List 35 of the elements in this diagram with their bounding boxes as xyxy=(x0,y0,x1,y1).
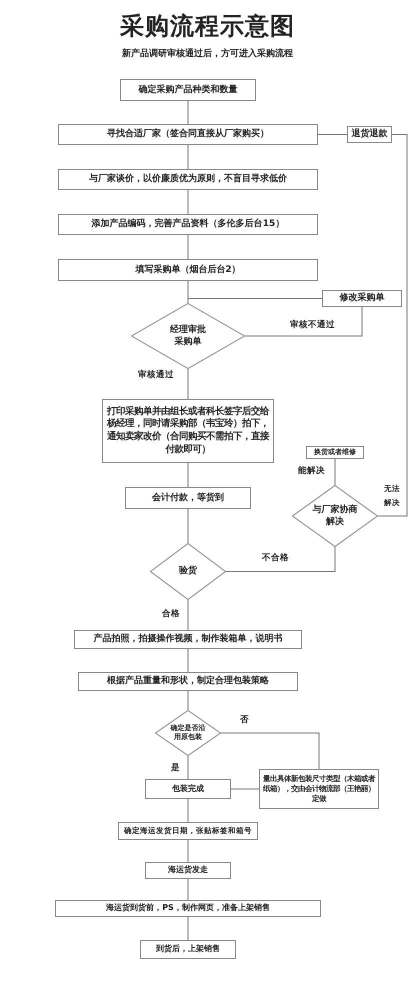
decision-diamond: 验货 xyxy=(150,543,226,600)
process-box: 修改采购单 xyxy=(322,290,402,307)
connector-line xyxy=(188,298,322,304)
connector-line xyxy=(378,134,408,516)
process-box: 产品拍照，拍摄操作视频，制作装箱单，说明书 xyxy=(74,630,302,649)
process-box: 添加产品编码，完善产品资料（多伦多后台15） xyxy=(58,214,318,235)
edge-label: 合格 xyxy=(162,609,180,620)
decision-diamond: 经理审批采购单 xyxy=(131,303,245,369)
process-box: 退货退款 xyxy=(347,126,392,143)
process-box: 填写采购单（烟台后台2） xyxy=(58,259,318,281)
connector-line xyxy=(220,732,320,770)
decision-diamond: 与厂家协商解决 xyxy=(292,485,378,547)
connector-line xyxy=(244,306,362,336)
process-box: 到货后，上架销售 xyxy=(140,940,236,959)
edge-label: 审核通过 xyxy=(138,370,174,382)
process-box: 确定采购产品种类和数量 xyxy=(120,79,256,101)
process-box: 与厂家谈价，以价廉质优为原则，不盲目寻求低价 xyxy=(58,169,318,190)
process-box: 海运货发走 xyxy=(145,862,231,879)
connector-line xyxy=(226,546,336,572)
edge-label: 能解决 xyxy=(298,466,325,478)
title: 采购流程示意图 xyxy=(119,11,296,42)
process-box: 包装完成 xyxy=(145,779,231,799)
process-box: 寻找合适厂家（签合同直接从厂家购买） xyxy=(58,124,318,145)
process-box: 根据产品重量和形状，制定合理包装策略 xyxy=(78,672,298,691)
subtitle: 新产品调研审核通过后，方可进入采购流程 xyxy=(121,47,294,60)
edge-label: 审核不通过 xyxy=(290,320,335,332)
edge-label: 不合格 xyxy=(262,553,289,564)
connector-line xyxy=(318,134,348,135)
connector-line xyxy=(334,458,336,486)
connector-line xyxy=(230,788,260,790)
process-box: 打印采购单并由组长或者科长签字后交给杨经理，同时请采购部（韦宝玲）拍下，通知卖家改价（合同购买不需拍下，直接付款即可） xyxy=(102,399,274,463)
process-box: 海运货到货前，PS，制作网页，准备上架销售 xyxy=(55,900,321,917)
edge-label: 是 xyxy=(171,763,180,774)
edge-label: 否 xyxy=(240,715,249,726)
process-box: 会计付款，等货到 xyxy=(125,487,251,509)
